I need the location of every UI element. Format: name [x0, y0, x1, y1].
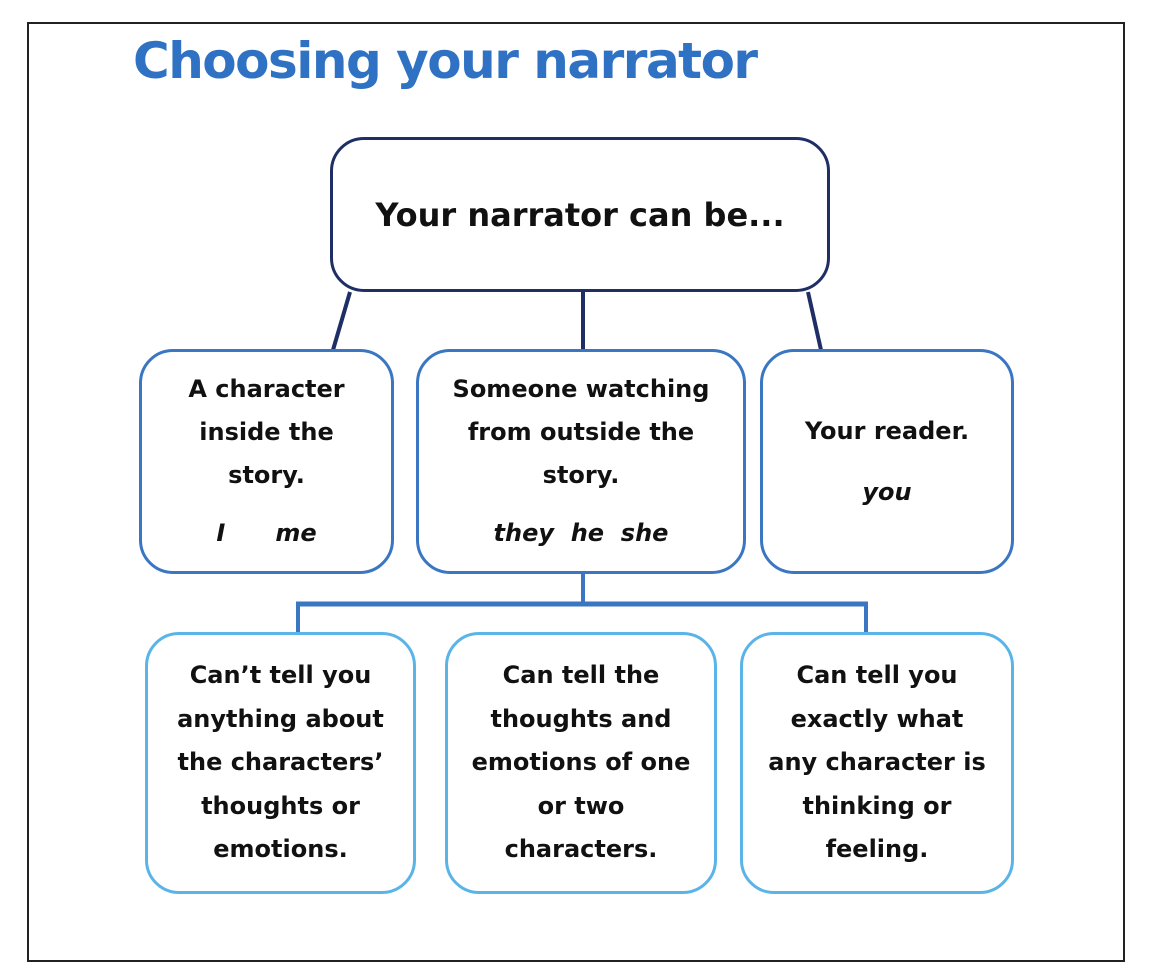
box-text-line: anything about: [177, 704, 384, 733]
box-text-line: thinking or: [802, 791, 952, 820]
box-text-line: Someone watching: [452, 375, 710, 403]
box-text-line: story.: [542, 461, 620, 489]
box-your-reader: Your reader. you: [760, 349, 1014, 574]
box-text-line: emotions.: [213, 835, 348, 864]
box-text-line: from outside the: [467, 418, 695, 446]
box-text-line: Your reader.: [804, 416, 970, 445]
box-character-inside: A character inside the story. I me: [139, 349, 394, 574]
pronoun-examples: you: [862, 477, 912, 506]
box-text-line: Can tell the: [502, 661, 660, 690]
box-text-line: characters.: [504, 835, 658, 864]
box-text-line: any character is: [768, 748, 986, 777]
page-title: Choosing your narrator: [133, 32, 758, 90]
box-text-line: exactly what: [790, 704, 964, 733]
box-text-line: thoughts or: [201, 791, 360, 820]
box-text-line: inside the: [199, 418, 334, 446]
box-one-or-two: Can tell the thoughts and emotions of on…: [445, 632, 717, 894]
box-text-line: emotions of one: [471, 748, 691, 777]
root-box-narrator: Your narrator can be...: [330, 137, 830, 292]
box-cant-tell: Can’t tell you anything about the charac…: [145, 632, 416, 894]
box-text-line: Can’t tell you: [189, 661, 372, 690]
box-text-line: A character: [188, 375, 345, 403]
box-text-line: feeling.: [825, 835, 929, 864]
root-box-text: Your narrator can be...: [375, 195, 785, 234]
box-text-line: the characters’: [177, 748, 384, 777]
box-text-line: thoughts and: [490, 704, 672, 733]
box-text-line: Can tell you: [796, 661, 958, 690]
pronoun-examples: I me: [216, 519, 317, 547]
box-text-line: story.: [228, 461, 305, 489]
box-any-character: Can tell you exactly what any character …: [740, 632, 1014, 894]
box-text-line: or two: [537, 791, 625, 820]
pronoun-examples: they he she: [493, 519, 669, 547]
box-someone-watching: Someone watching from outside the story.…: [416, 349, 746, 574]
